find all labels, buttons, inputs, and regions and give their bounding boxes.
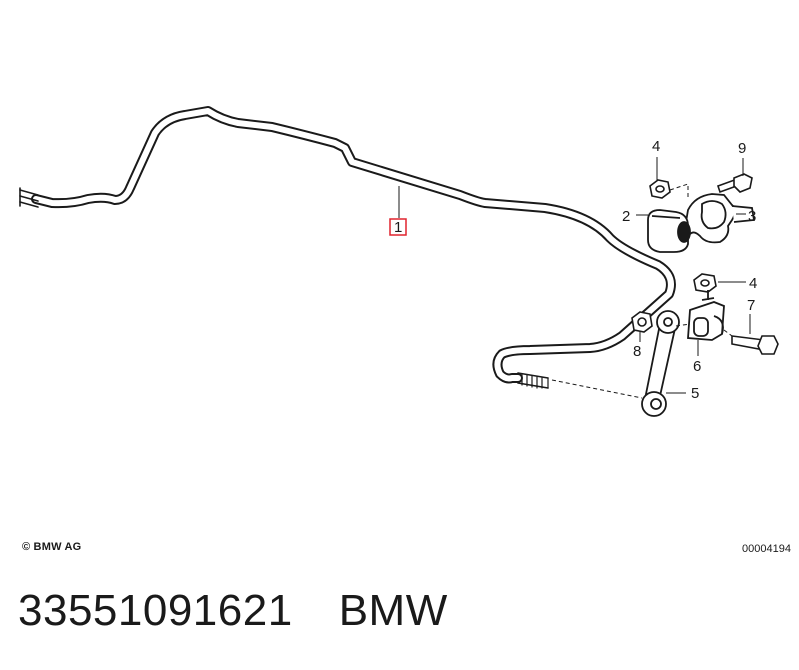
- part-number: 33551091621: [18, 586, 293, 635]
- callout-6: 6: [693, 358, 701, 375]
- callout-1-highlight: [389, 218, 407, 236]
- assembly-dashes: [551, 183, 733, 399]
- part-caption: 33551091621 BMW: [18, 586, 448, 636]
- callout-4-top: 4: [652, 138, 660, 155]
- leader-lines: [398, 157, 751, 394]
- nut-middle: [693, 273, 717, 293]
- callout-9: 9: [738, 140, 746, 157]
- callout-7: 7: [747, 297, 755, 314]
- copyright-notice: © BMW AG: [22, 541, 82, 553]
- callout-3: 3: [748, 208, 756, 225]
- rubber-bushing: [647, 209, 691, 253]
- callout-4-middle: 4: [749, 275, 757, 292]
- callout-5: 5: [691, 385, 699, 402]
- stabilizer-bracket: [684, 193, 756, 244]
- bolt-nine: [716, 173, 753, 194]
- callout-1: 1: [394, 219, 402, 236]
- brand-name: BMW: [338, 586, 448, 635]
- link-bracket: [687, 290, 725, 341]
- nut-top: [649, 179, 671, 199]
- nut-eight: [631, 311, 653, 333]
- parts-diagram: 1 2 3 4 9 4 7 8 6 5: [19, 106, 779, 417]
- bolt-seven: [731, 335, 779, 355]
- callout-8: 8: [633, 343, 641, 360]
- link-rod: [641, 310, 680, 417]
- callout-2: 2: [622, 208, 630, 225]
- drawing-number: 00004194: [742, 543, 791, 555]
- stabilizer-bar: [19, 106, 676, 389]
